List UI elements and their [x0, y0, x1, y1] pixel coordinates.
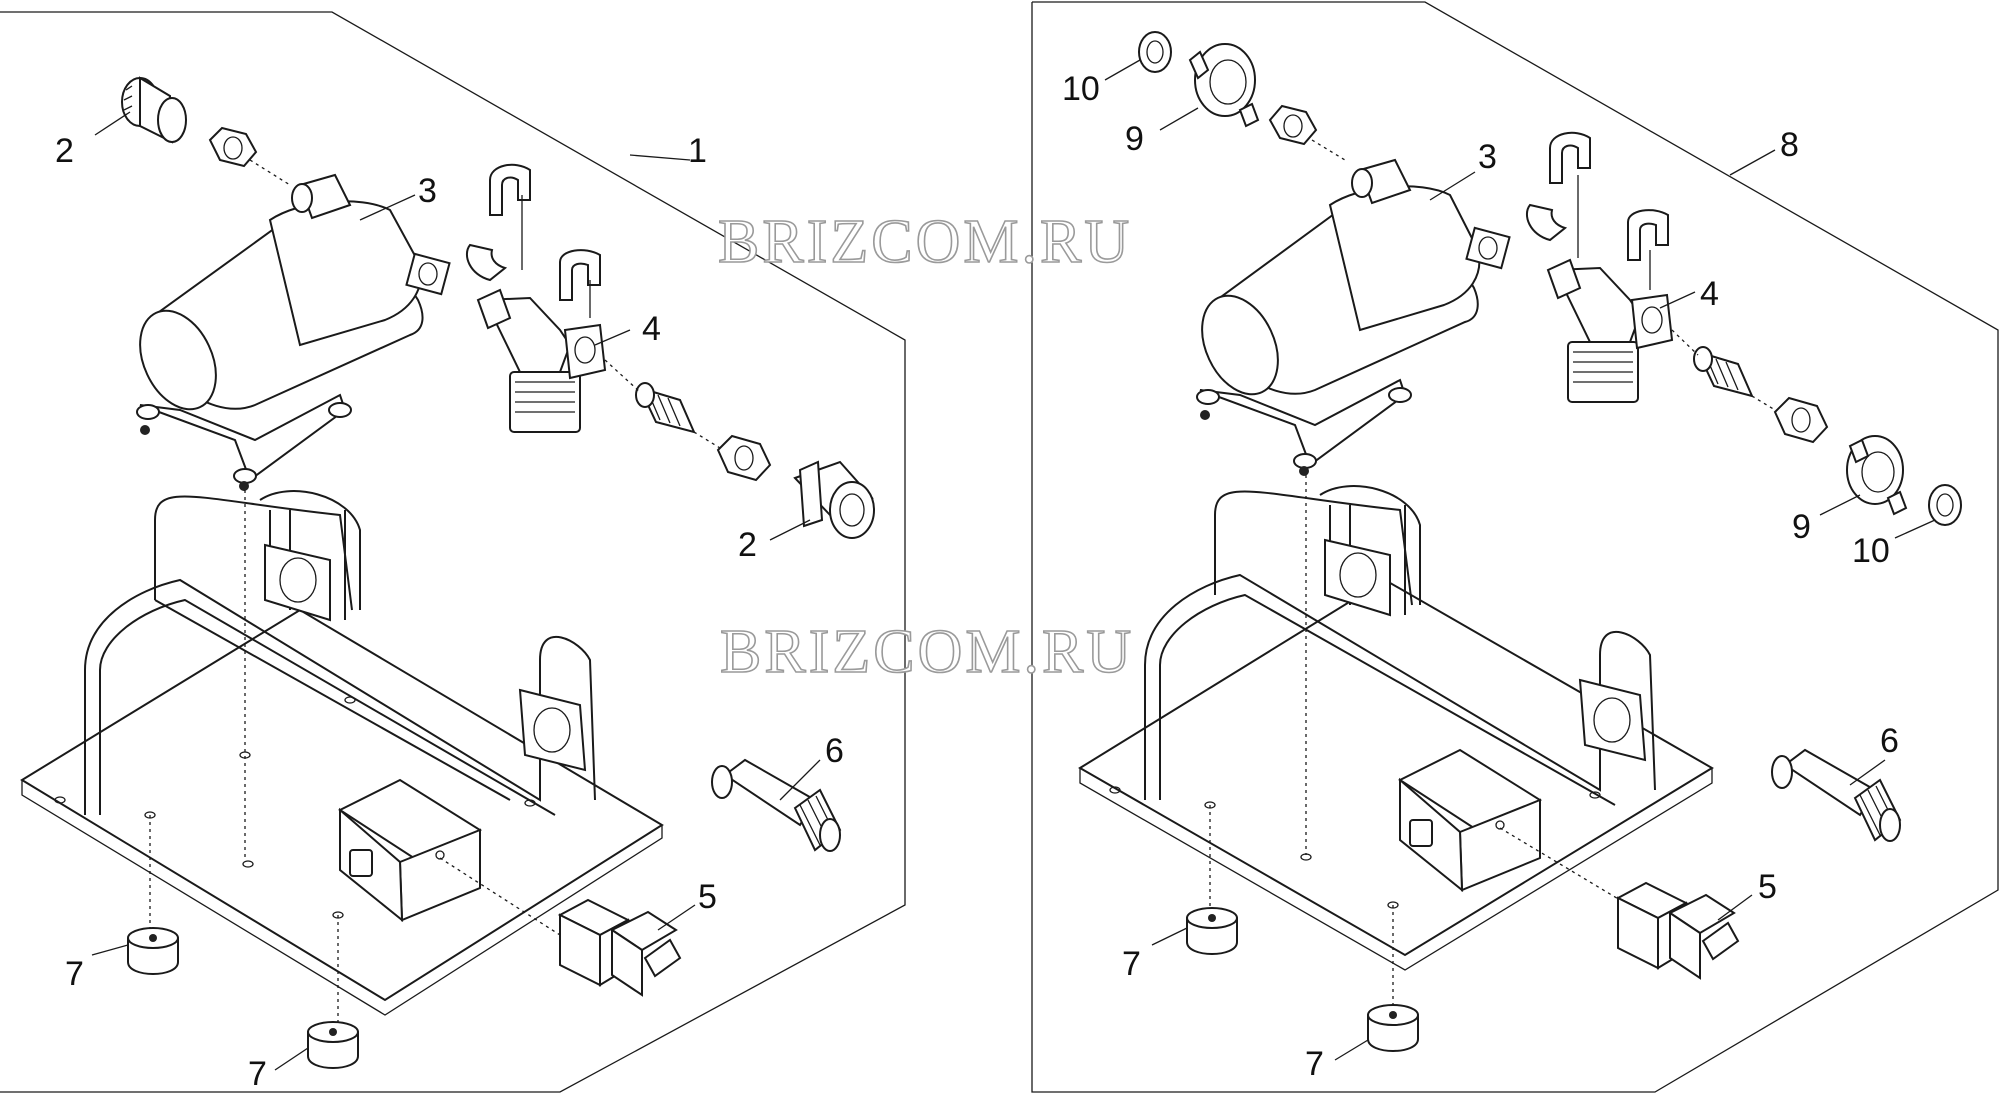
- callout-10-right-top: 10: [1062, 70, 1100, 108]
- threaded-nipple-left: [635, 382, 696, 434]
- callout-3-left: 3: [418, 172, 437, 210]
- callout-7-right-a: 7: [1122, 945, 1141, 983]
- frame-base-right: [1078, 485, 1714, 971]
- callout-9-right-top: 9: [1125, 120, 1144, 158]
- callout-6-left: 6: [825, 732, 844, 770]
- pump-part-3-left: [136, 173, 451, 491]
- right-assembly: [1031, 1, 1999, 1093]
- rubber-foot-part-7-c: [1186, 907, 1238, 955]
- connector-plug-part-6-right: [1771, 748, 1902, 842]
- callout-7-right-b: 7: [1305, 1045, 1324, 1083]
- callout-2-left-top: 2: [55, 132, 74, 170]
- callout-2-left-lower: 2: [738, 526, 757, 564]
- pump-part-3-right: [1196, 158, 1511, 476]
- callout-labels: 2 1 3 4 2 6 5 7 7 10 9 3 8 4 9 10 6 5 7 …: [55, 70, 1899, 1093]
- callout-1: 1: [688, 132, 707, 170]
- watermark-middle: BRIZCOM.RU: [720, 618, 1134, 686]
- callout-5-left: 5: [698, 878, 717, 916]
- elbow-fitting-part-4-left: [476, 288, 607, 433]
- storz-coupling-part-9-lower: [1846, 435, 1908, 516]
- rubber-foot-part-7-d: [1367, 1004, 1419, 1052]
- rubber-foot-part-7-b: [307, 1021, 359, 1069]
- callout-7-left-b: 7: [248, 1055, 267, 1093]
- threaded-nipple-right: [1693, 346, 1754, 398]
- callout-8: 8: [1780, 126, 1799, 164]
- rotary-switch-part-5-left: [557, 898, 682, 997]
- watermarks: BRIZCOM.RU BRIZCOM.RU: [717, 207, 1134, 687]
- watermark-top: BRIZCOM.RU: [718, 208, 1132, 276]
- rubber-foot-part-7-a: [127, 927, 179, 975]
- frame-base-left: [20, 490, 664, 1016]
- retaining-clips-left: [465, 163, 601, 301]
- callout-4-right: 4: [1700, 275, 1719, 313]
- left-assembly-outline: [0, 11, 906, 1093]
- coupling-part-2-top: [121, 76, 187, 144]
- sealing-ring-part-10-lower: [1928, 484, 1962, 526]
- callout-3-right: 3: [1478, 138, 1497, 176]
- retaining-clips-right: [1525, 131, 1669, 261]
- connector-plug-part-6-left: [711, 758, 842, 852]
- callout-4-left: 4: [642, 310, 661, 348]
- hex-nut-right-top: [1268, 104, 1318, 146]
- storz-coupling-part-9-top: [1188, 43, 1260, 128]
- hex-nut-left-top: [208, 126, 258, 168]
- left-assembly: [0, 11, 906, 1093]
- callout-9-right-lower: 9: [1792, 508, 1811, 546]
- callout-10-right-lower: 10: [1852, 532, 1890, 570]
- callout-7-left-a: 7: [65, 955, 84, 993]
- right-assembly-outline: [1031, 1, 1999, 1093]
- elbow-fitting-part-4-right: [1546, 258, 1674, 403]
- callout-6-right: 6: [1880, 722, 1899, 760]
- hex-nut-left-lower: [716, 434, 772, 482]
- coupling-part-2-lower: [793, 460, 875, 539]
- right-leader-lines: [1104, 59, 1936, 1061]
- rotary-switch-part-5-right: [1615, 881, 1740, 980]
- hex-nut-right-lower: [1773, 396, 1829, 444]
- sealing-ring-part-10-top: [1138, 31, 1172, 73]
- callout-5-right: 5: [1758, 868, 1777, 906]
- left-leader-lines: [91, 111, 821, 1071]
